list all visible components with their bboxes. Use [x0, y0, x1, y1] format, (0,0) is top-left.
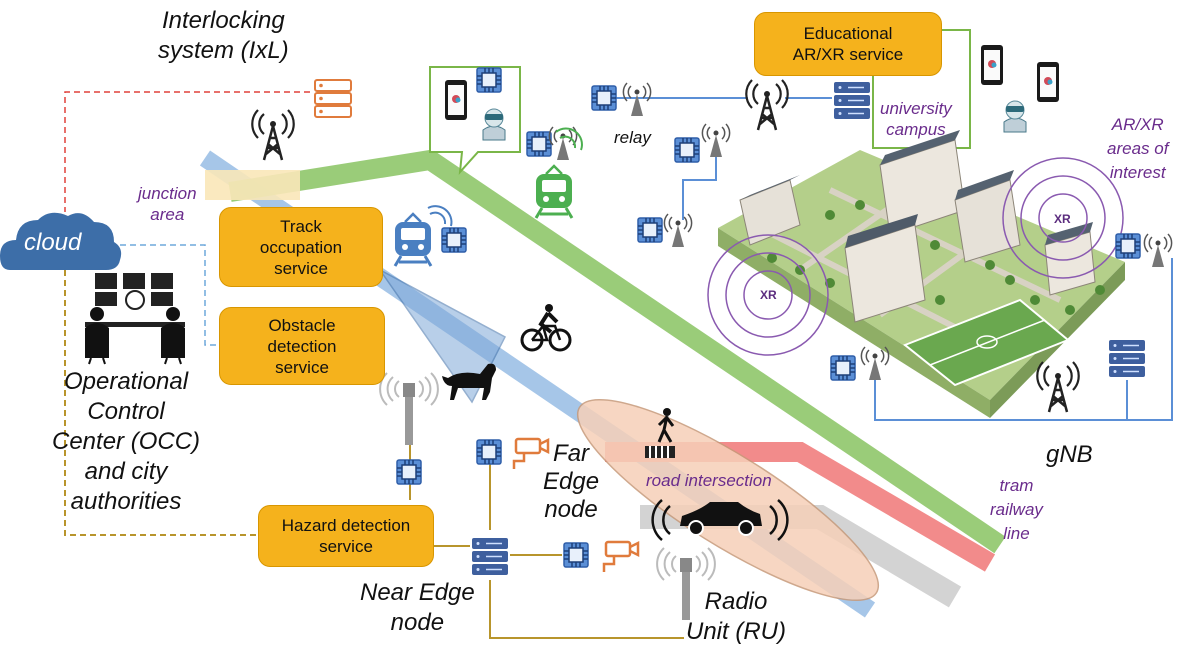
- campus-server-icon: [833, 81, 871, 120]
- relay-chip-icon: [591, 85, 617, 111]
- operators-icon: [85, 273, 185, 365]
- hazard-radio-antenna-icon: [379, 372, 439, 446]
- ixl-server-icon: [314, 79, 352, 118]
- antenna-chain-link: [682, 150, 717, 220]
- xr-left-label: XR: [760, 288, 777, 302]
- nearedge-ru-link: [489, 580, 684, 639]
- arxr-areas-label: AR/XR areas of interest: [1107, 115, 1169, 182]
- junction-label: junction area: [138, 184, 197, 224]
- campus-smartphone-icon: [981, 45, 1003, 85]
- xr-right-label: XR: [1054, 212, 1071, 226]
- gnb-server-icon: [1108, 339, 1146, 378]
- hazard-chip-icon: [396, 459, 422, 485]
- ru-chip-icon: [563, 542, 589, 568]
- tram-chip-icon: [526, 131, 552, 157]
- gnb-tower-icon: [1036, 360, 1080, 414]
- smartphone-icon: [445, 80, 467, 120]
- far-edge-chip-icon: [476, 439, 502, 465]
- crosswalk: [645, 446, 675, 458]
- relay-tower-icon: [745, 78, 789, 132]
- lower-chip-icon: [637, 217, 663, 243]
- train-wifi-icon: [427, 205, 453, 227]
- relay-antenna-icon: [622, 82, 652, 117]
- campus-vr-user-icon: [1003, 100, 1027, 133]
- blue-train-icon: [393, 212, 433, 268]
- dog-icon: [442, 363, 496, 400]
- near-edge-label: Near Edge node: [360, 579, 475, 636]
- cloud-obstacle-link: [110, 244, 220, 346]
- near-edge-server-icon: [471, 537, 509, 576]
- ru-camera-icon: [602, 540, 640, 574]
- lower-antenna-icon: [663, 213, 693, 248]
- tram-line-label: tram railway line: [990, 476, 1043, 543]
- educational-arxr-service: Educational AR/XR service: [754, 12, 942, 76]
- occ-hazard-link: [64, 270, 258, 536]
- far-edge-label: Far Edge node: [543, 440, 600, 523]
- tram-antenna-icon: [548, 126, 578, 161]
- train-chip-icon: [441, 227, 467, 253]
- relay-label: relay: [614, 128, 651, 147]
- car-icon: [651, 499, 789, 541]
- tram-ar-callout: [429, 66, 521, 175]
- gnb-antenna-icon: [860, 346, 890, 381]
- hazard-detection-service: Hazard detection service: [258, 505, 434, 567]
- cyclist-icon: [520, 304, 572, 352]
- campus-smartphone2-icon: [1037, 62, 1059, 102]
- callout-chip-icon: [476, 67, 502, 93]
- occ-label: Operational Control Center (OCC) and cit…: [52, 368, 201, 515]
- university-label: university campus: [880, 99, 952, 139]
- radio-unit-label: Radio Unit (RU): [686, 588, 786, 645]
- gnb-chip-icon: [830, 355, 856, 381]
- road-intersection-label: road intersection: [646, 471, 772, 490]
- pedestrian-icon: [657, 408, 675, 443]
- ixl-link: [64, 91, 310, 212]
- campus-antenna-icon: [1143, 233, 1173, 268]
- cloud-icon: [0, 212, 122, 270]
- campus-illustration: [707, 130, 1125, 418]
- tram-train-icon: [534, 164, 574, 220]
- antenna-icon: [701, 123, 731, 158]
- track-occupation-service: Track occupation service: [219, 207, 383, 287]
- junction-highlight: [205, 170, 300, 200]
- ixl-tower-icon: [251, 108, 295, 162]
- campus-chip-icon: [1115, 233, 1141, 259]
- tram-wifi-icon: [555, 127, 583, 151]
- gnb-backhaul-link: [874, 258, 1173, 421]
- cloud-label: cloud: [24, 229, 82, 256]
- obstacle-detection-service: Obstacle detection service: [219, 307, 385, 385]
- antenna-chip-icon: [674, 137, 700, 163]
- gnb-label: gNB: [1046, 441, 1093, 468]
- ixl-label: Interlocking system (IxL): [158, 7, 289, 64]
